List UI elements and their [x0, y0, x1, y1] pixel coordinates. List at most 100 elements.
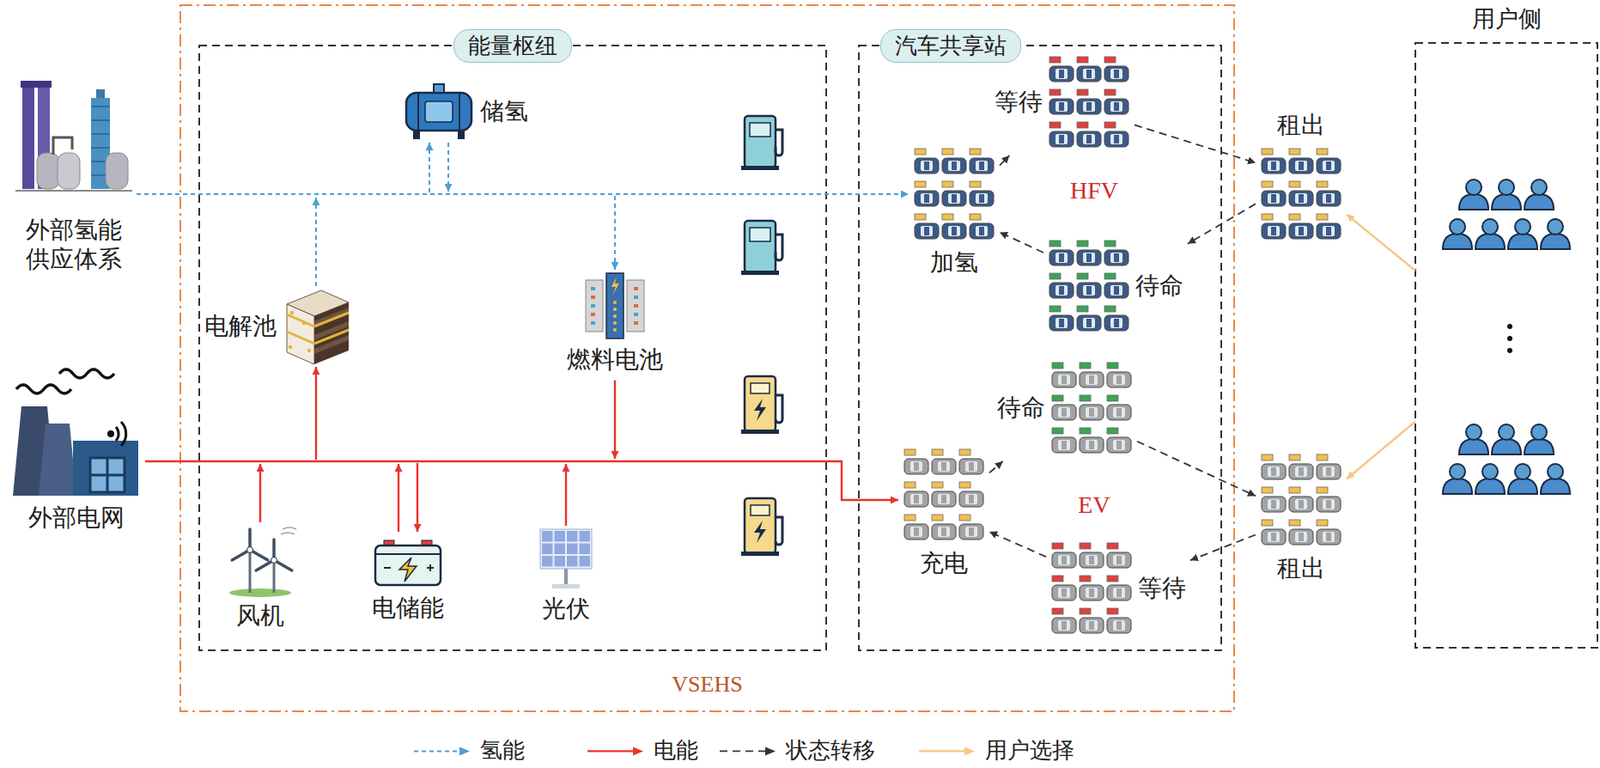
icon-slot [224, 523, 297, 597]
node-label: 加氢 [930, 248, 979, 278]
node-label: 电解池 [204, 311, 277, 341]
icon-slot [402, 83, 475, 140]
flow-arrow [315, 366, 317, 460]
icon-bat [375, 540, 441, 585]
ellipsis-dot [1507, 323, 1513, 329]
labelled-icon: 光伏 [534, 523, 598, 628]
labelled-icon: 储氢 [398, 79, 533, 145]
group-outline [858, 45, 1222, 651]
flow-arrow [416, 462, 419, 532]
connector-st [1137, 441, 1256, 497]
user-group [1442, 179, 1570, 250]
connector-us [1346, 214, 1416, 272]
group-box: VSEHS能量枢纽储氢电解池燃料电池风机电储能光伏汽车共享站加氢等待待命待命充电… [180, 5, 1235, 712]
flow-arrow [565, 463, 567, 526]
icon-tank [406, 84, 472, 140]
labelled-icon: 加氢 [908, 140, 1000, 282]
charging-pile [741, 498, 783, 556]
icon-car [914, 148, 994, 239]
icon-car [904, 449, 984, 540]
node-label: 储氢 [480, 97, 529, 127]
labelled-icon: 外部氢能供应体系 [11, 77, 137, 278]
user-group [1442, 424, 1570, 494]
flow-arrow [447, 142, 450, 192]
icon-car [1261, 454, 1341, 545]
legend-text: 用户选择 [985, 736, 1075, 764]
icon-slot [582, 271, 648, 341]
connector-h2 [136, 193, 909, 195]
flow-arrow [397, 463, 400, 532]
labelled-icon: 租出 [1255, 106, 1347, 248]
group-tab-title: 汽车共享站 [880, 29, 1022, 63]
group-title: VSEHS [671, 671, 743, 698]
connector-st [1134, 124, 1256, 163]
node-label: 外部电网 [28, 503, 125, 533]
node-label: 外部氢能供应体系 [23, 215, 125, 274]
node-label: 待命 [1135, 271, 1184, 301]
node-label: 待命 [997, 393, 1046, 423]
flow-arrow [428, 142, 431, 193]
icon-pv [540, 529, 592, 589]
node-label: 风机 [236, 601, 285, 631]
legend-text: 电能 [653, 736, 699, 764]
icon-car [1052, 542, 1132, 633]
node-label: 电储能 [371, 593, 445, 623]
node-label: 燃料电池 [566, 345, 664, 375]
group-box: 能量枢纽储氢电解池燃料电池风机电储能光伏 [199, 45, 827, 651]
legend-sample [918, 743, 977, 758]
connector-us [1346, 421, 1416, 480]
labelled-icon: 待命 [1043, 232, 1188, 340]
icon-power [12, 369, 139, 496]
icon-slot [1050, 539, 1133, 638]
hydrogen-pump [741, 115, 783, 171]
legend-item: 用户选择 [918, 736, 1075, 764]
connector-st [1187, 203, 1256, 244]
icon-slot [902, 445, 986, 544]
labelled-icon: 充电 [898, 441, 990, 583]
icon-car [1261, 148, 1341, 239]
flow-arrow [259, 463, 262, 523]
flow-arrow [614, 195, 616, 270]
node-label: 光伏 [541, 594, 591, 624]
icon-slot [1259, 145, 1343, 244]
node-label: 租出 [1277, 553, 1326, 584]
icon-slot [373, 536, 443, 589]
node-label: 等待 [994, 87, 1043, 117]
icon-slot [15, 81, 133, 211]
labelled-icon: 租出 [1255, 446, 1347, 588]
labelled-icon: 等待 [990, 48, 1135, 156]
charging-pile [741, 376, 783, 434]
labelled-icon: 外部电网 [7, 365, 146, 537]
legend-sample [586, 743, 645, 758]
icon-slot [1047, 53, 1131, 152]
icon-slot [1259, 450, 1343, 549]
legend-text: 氢能 [480, 736, 525, 764]
connector-st [989, 531, 1047, 557]
labelled-icon: 等待 [1046, 535, 1191, 642]
legend-text: 状态转移 [785, 736, 876, 764]
labelled-icon: 燃料电池 [562, 267, 668, 379]
vehicle-type-label: EV [1077, 491, 1110, 519]
connector-st [999, 155, 1010, 165]
icon-car [1049, 240, 1129, 331]
group-outline [1415, 42, 1598, 648]
icon-fc [585, 273, 645, 339]
connector-st [989, 461, 1004, 473]
icon-wind [229, 527, 297, 597]
group-outline [180, 5, 1235, 712]
ellipsis-dot [1507, 347, 1513, 353]
icon-car [1049, 56, 1129, 147]
vehicle-type-label: HFV [1070, 176, 1119, 205]
icon-car [1052, 362, 1132, 453]
legend-item: 电能 [586, 736, 699, 764]
icon-slot [12, 369, 141, 499]
group-box: 用户侧 [1415, 42, 1598, 648]
icon-slot [912, 145, 996, 244]
flow-arrow [315, 197, 317, 286]
legend-sample [413, 743, 472, 758]
icon-elec [286, 290, 349, 365]
ellipsis-dot [1507, 335, 1513, 341]
